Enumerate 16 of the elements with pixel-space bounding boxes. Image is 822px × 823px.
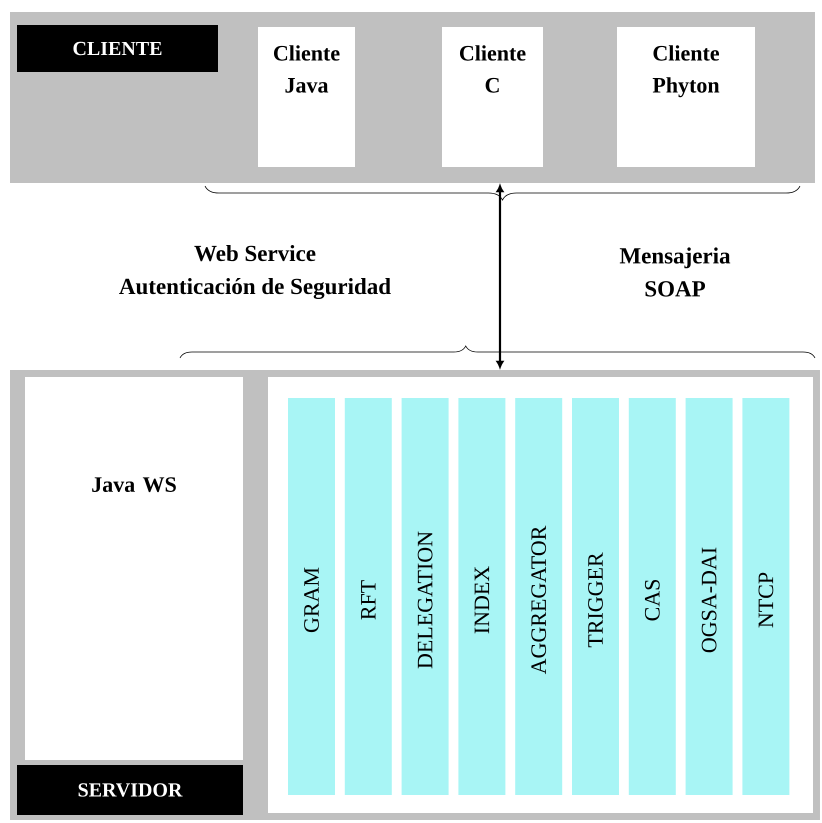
service-bar: INDEX <box>458 398 506 795</box>
service-bar: GRAM <box>288 398 335 795</box>
service-bar: RFT <box>344 398 392 795</box>
component-box: Cliente Java <box>258 27 355 167</box>
service-bar: OGSA-DAI <box>686 398 733 795</box>
annotation-text: Web Service Autenticación de Seguridad <box>119 244 391 300</box>
service-bar: CAS <box>628 398 676 795</box>
service-bar: NTCP <box>742 398 790 795</box>
component-box: Cliente Phyton <box>617 27 755 167</box>
component-box: Cliente C <box>442 27 543 167</box>
service-bar: TRIGGER <box>572 398 619 795</box>
service-bar: AGGREGATOR <box>515 398 562 795</box>
double-arrow <box>496 185 504 368</box>
service-bar: DELEGATION <box>402 398 449 795</box>
annotation-text: Mensajeria SOAP <box>620 247 730 297</box>
container-box: Java WS <box>25 377 243 760</box>
